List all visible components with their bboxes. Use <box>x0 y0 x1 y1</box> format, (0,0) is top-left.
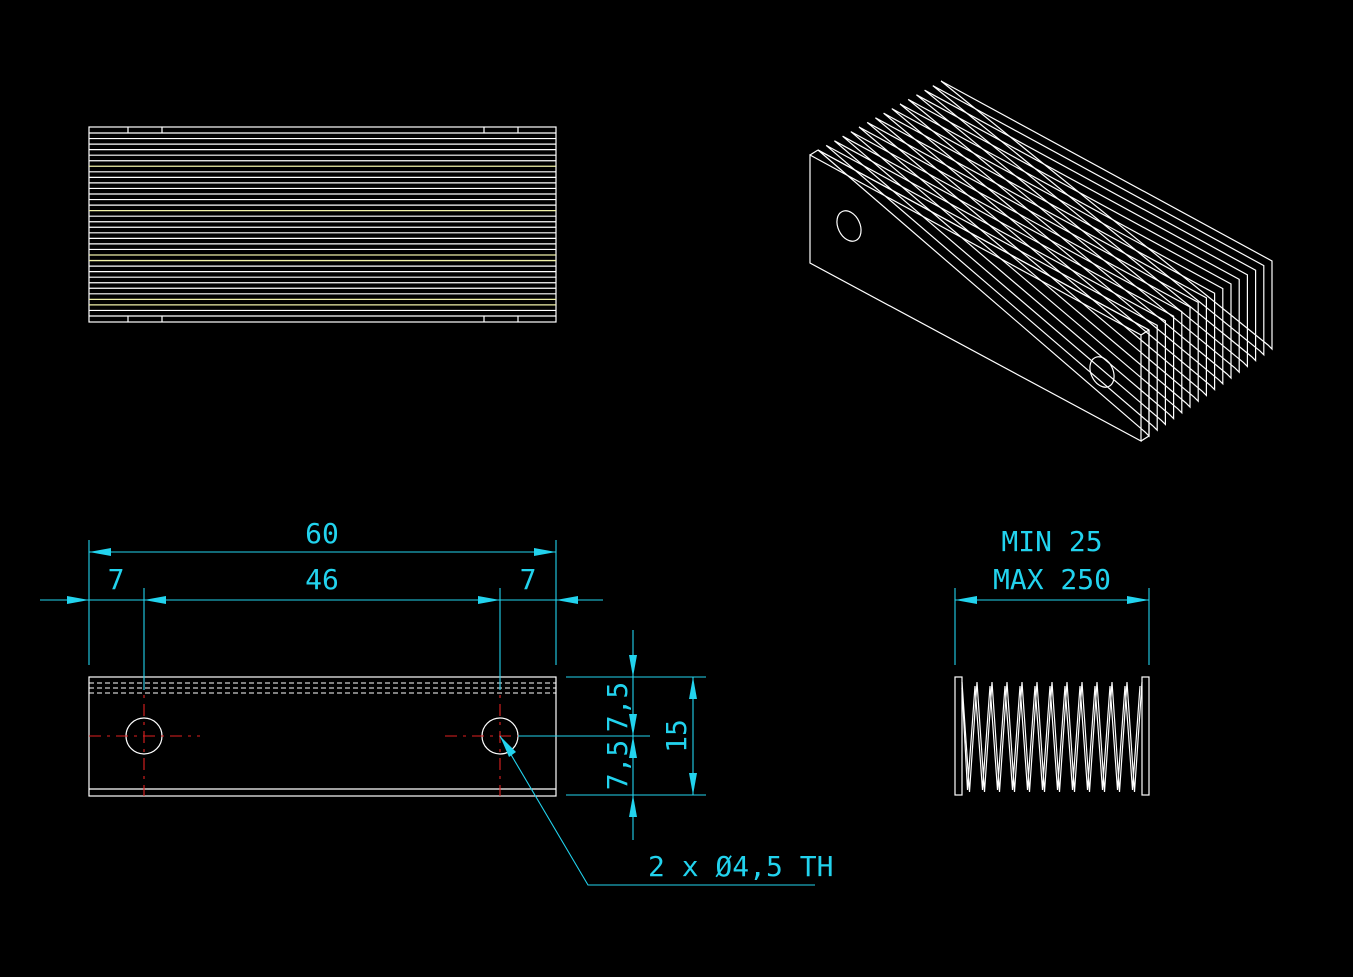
isometric-plate-edge <box>809 149 819 156</box>
arrowhead <box>629 736 637 758</box>
dim-left-label: 7 <box>108 563 125 596</box>
arrowhead <box>629 714 637 736</box>
isometric-fin <box>891 108 1224 386</box>
isometric-hole <box>836 210 862 242</box>
isometric-fin <box>825 144 1158 432</box>
isometric-fin <box>858 126 1191 409</box>
arrowhead <box>89 548 111 556</box>
isometric-fin <box>899 103 1232 380</box>
isometric-fin <box>866 121 1199 403</box>
top-view-outline <box>88 126 557 323</box>
isometric-fin <box>916 94 1249 368</box>
side-view-fold-line <box>961 681 1143 793</box>
arrowhead <box>689 773 697 795</box>
arrowhead <box>629 795 637 817</box>
dim-total-label: 60 <box>305 517 339 550</box>
front-view: 60 7 46 7 7,5 7,5 15 2 x Ø4,5 TH <box>40 517 833 886</box>
isometric-fin <box>940 80 1273 351</box>
side-view-folds <box>961 681 1143 793</box>
arrowhead <box>1127 596 1149 604</box>
min-length-label: MIN 25 <box>1001 525 1102 558</box>
dim-height-lower-label: 7,5 <box>601 740 634 791</box>
isometric-plate-edge <box>1140 329 1150 336</box>
isometric-hole <box>1089 356 1115 388</box>
isometric-fin <box>932 85 1265 357</box>
dim-right-label: 7 <box>520 563 537 596</box>
hole-leader-line <box>499 735 815 886</box>
isometric-fin <box>850 131 1183 415</box>
arrowhead <box>955 596 977 604</box>
arrowhead <box>144 596 166 604</box>
isometric-plate-edge <box>1140 435 1150 442</box>
max-length-label: MAX 250 <box>993 563 1111 596</box>
arrowhead <box>67 596 89 604</box>
hole-note-label: 2 x Ø4,5 TH <box>648 850 833 883</box>
dim-center-label: 46 <box>305 563 339 596</box>
dim-height-total-label: 15 <box>660 719 693 753</box>
isometric-fin <box>907 98 1240 374</box>
arrowhead <box>478 596 500 604</box>
arrowhead <box>534 548 556 556</box>
arrowhead <box>629 655 637 677</box>
arrowhead <box>500 736 516 757</box>
arrowhead <box>689 677 697 699</box>
side-view-end-plate-right <box>1141 676 1150 796</box>
side-view-end-plate-left <box>954 676 963 796</box>
arrowhead <box>556 596 578 604</box>
isometric-fin <box>834 140 1167 426</box>
dim-height-upper-label: 7,5 <box>601 682 634 733</box>
isometric-view <box>809 80 1273 443</box>
top-view-fins <box>89 132 556 317</box>
isometric-fin <box>842 135 1175 421</box>
side-view-fold-line <box>961 685 1141 791</box>
isometric-fin <box>924 89 1257 363</box>
top-view <box>88 126 557 323</box>
side-view: MIN 25 MAX 250 <box>954 525 1150 796</box>
isometric-plate-edge <box>817 149 1150 331</box>
